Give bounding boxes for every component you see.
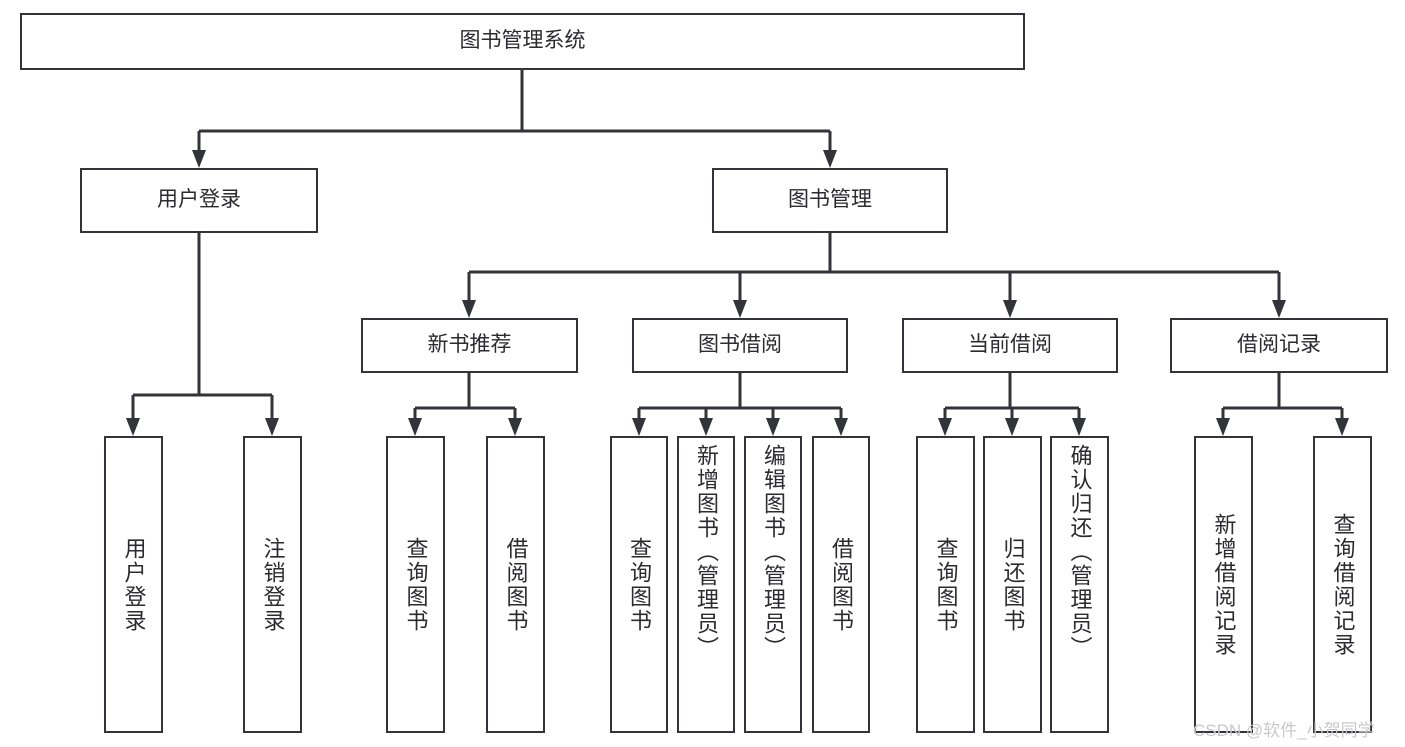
node-book-management[interactable]: 图书管理 xyxy=(712,168,948,233)
node-label: 确认归还（管理员） xyxy=(1067,444,1093,660)
leaf-edit-book-admin[interactable]: 编辑图书（管理员） xyxy=(744,436,802,733)
node-label: 用户登录 xyxy=(157,188,241,212)
node-label: 借阅图书 xyxy=(829,536,854,633)
node-label: 用户登录 xyxy=(121,536,147,633)
leaf-borrow-book[interactable]: 借阅图书 xyxy=(812,436,870,733)
node-label: 当前借阅 xyxy=(968,333,1052,357)
node-label: 注销登录 xyxy=(260,536,286,633)
node-label: 新增借阅记录 xyxy=(1211,512,1237,657)
node-user-login[interactable]: 用户登录 xyxy=(80,168,318,233)
node-label: 编辑图书（管理员） xyxy=(761,444,786,660)
node-label: 借阅记录 xyxy=(1237,333,1321,357)
node-label: 查询图书 xyxy=(403,536,429,633)
node-label: 归还图书 xyxy=(1000,536,1026,633)
leaf-query-borrow-record[interactable]: 查询借阅记录 xyxy=(1313,436,1372,733)
leaf-confirm-return-admin[interactable]: 确认归还（管理员） xyxy=(1050,436,1109,733)
node-label: 图书借阅 xyxy=(698,333,782,357)
leaf-query-book-newbook[interactable]: 查询图书 xyxy=(386,436,445,733)
node-label: 新书推荐 xyxy=(427,333,512,357)
leaf-query-book[interactable]: 查询图书 xyxy=(610,436,668,733)
node-new-book-recommend[interactable]: 新书推荐 xyxy=(361,318,578,373)
node-label: 新增图书（管理员） xyxy=(694,444,719,660)
node-book-borrow[interactable]: 图书借阅 xyxy=(632,318,848,373)
node-label: 图书管理 xyxy=(788,188,872,212)
leaf-user-login[interactable]: 用户登录 xyxy=(104,436,163,733)
leaf-borrow-book-newbook[interactable]: 借阅图书 xyxy=(486,436,545,733)
node-label: 查询借阅记录 xyxy=(1330,512,1356,657)
node-label: 借阅图书 xyxy=(503,536,529,633)
leaf-add-book-admin[interactable]: 新增图书（管理员） xyxy=(677,436,735,733)
node-label: 图书管理系统 xyxy=(459,29,586,53)
node-current-borrow[interactable]: 当前借阅 xyxy=(902,318,1118,373)
leaf-logout[interactable]: 注销登录 xyxy=(243,436,302,733)
node-borrow-record[interactable]: 借阅记录 xyxy=(1170,318,1388,373)
leaf-query-book-current[interactable]: 查询图书 xyxy=(916,436,975,733)
node-label: 查询图书 xyxy=(933,536,959,633)
leaf-return-book[interactable]: 归还图书 xyxy=(983,436,1042,733)
leaf-add-borrow-record[interactable]: 新增借阅记录 xyxy=(1194,436,1253,733)
node-label: 查询图书 xyxy=(627,536,652,633)
node-root-system[interactable]: 图书管理系统 xyxy=(20,13,1025,70)
